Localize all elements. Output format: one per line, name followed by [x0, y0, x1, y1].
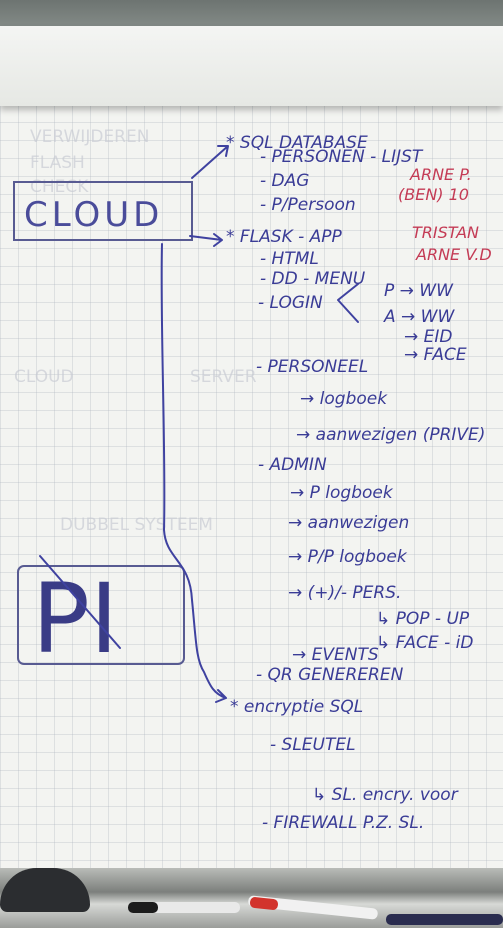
pi-strike-line — [39, 555, 121, 649]
cloud-box — [13, 181, 193, 241]
erased-text: CHECK — [30, 177, 89, 197]
note-eid: → EID — [404, 327, 453, 347]
note-html: - HTML — [260, 249, 319, 269]
note-admin-pp-logboek: → P/P logboek — [288, 547, 408, 567]
note-login-a-ww: A → WW — [383, 307, 455, 327]
black-marker-cap — [128, 902, 158, 913]
whiteboard-sheet — [0, 104, 503, 872]
board-eraser — [0, 868, 90, 912]
note-events: → EVENTS — [292, 645, 379, 665]
flipchart-top-flap — [0, 26, 503, 106]
note-encryptie-sql: * encryptie SQL — [230, 697, 363, 717]
note-sl-encry-voor: ↳ SL. encry. voor — [312, 785, 459, 805]
arrow-cloud-to-flask — [189, 233, 223, 247]
note-admin-aanwezigen: → aanwezigen — [288, 513, 409, 533]
note-admin-p-logboek: → P logboek — [290, 483, 394, 503]
erased-text: DUBBEL SYSTEEM — [60, 515, 213, 535]
erased-text: VERWIJDEREN — [30, 127, 149, 147]
note-plus-minus-pers: → (+)/- PERS. — [288, 583, 401, 603]
note-personeel: - PERSONEEL — [256, 357, 368, 377]
note-tristan: TRISTAN — [412, 223, 479, 242]
note-ben-10: (BEN) 10 — [398, 185, 469, 204]
note-admin: - ADMIN — [258, 455, 327, 475]
note-dag: - DAG — [260, 171, 309, 191]
note-pop-up: ↳ POP - UP — [376, 609, 470, 629]
note-login: - LOGIN — [258, 293, 323, 313]
black-marker — [128, 902, 240, 913]
note-personeel-logboek: → logboek — [300, 389, 388, 409]
note-face: → FACE — [404, 345, 467, 365]
note-sql-database: * SQL DATABASE — [226, 133, 368, 153]
erased-text: SERVER — [190, 367, 257, 387]
pi-label: PI — [32, 563, 118, 675]
note-sleutel: - SLEUTEL — [270, 735, 356, 755]
erased-text: CLOUD — [14, 367, 74, 387]
note-dd-menu: - DD - MENU — [260, 269, 366, 289]
note-p-persoon: - P/Persoon — [260, 195, 356, 215]
blue-marker — [386, 914, 503, 925]
note-qr-genereren: - QR GENEREREN — [256, 665, 404, 685]
note-arne-vd: ARNE V.D — [415, 245, 492, 264]
pi-box — [17, 565, 185, 665]
login-branch — [337, 283, 359, 323]
note-login-p-ww: P → WW — [384, 281, 454, 301]
note-face-id: ↳ FACE - iD — [376, 633, 473, 653]
note-firewall: - FIREWALL P.Z. SL. — [262, 813, 424, 833]
arrow-cloud-to-encryption — [160, 243, 227, 703]
note-aanwezigen-prive: → aanwezigen (PRIVE) — [296, 425, 485, 445]
note-arne-p: ARNE P. — [409, 165, 472, 184]
note-personen-lijst: - PERSONEN - LIJST — [260, 147, 424, 167]
arrow-cloud-to-sql — [191, 145, 229, 179]
note-flask-app: * FLASK - APP — [226, 227, 343, 247]
cloud-label: CLOUD — [24, 195, 163, 235]
erased-text: FLASH — [30, 153, 85, 173]
